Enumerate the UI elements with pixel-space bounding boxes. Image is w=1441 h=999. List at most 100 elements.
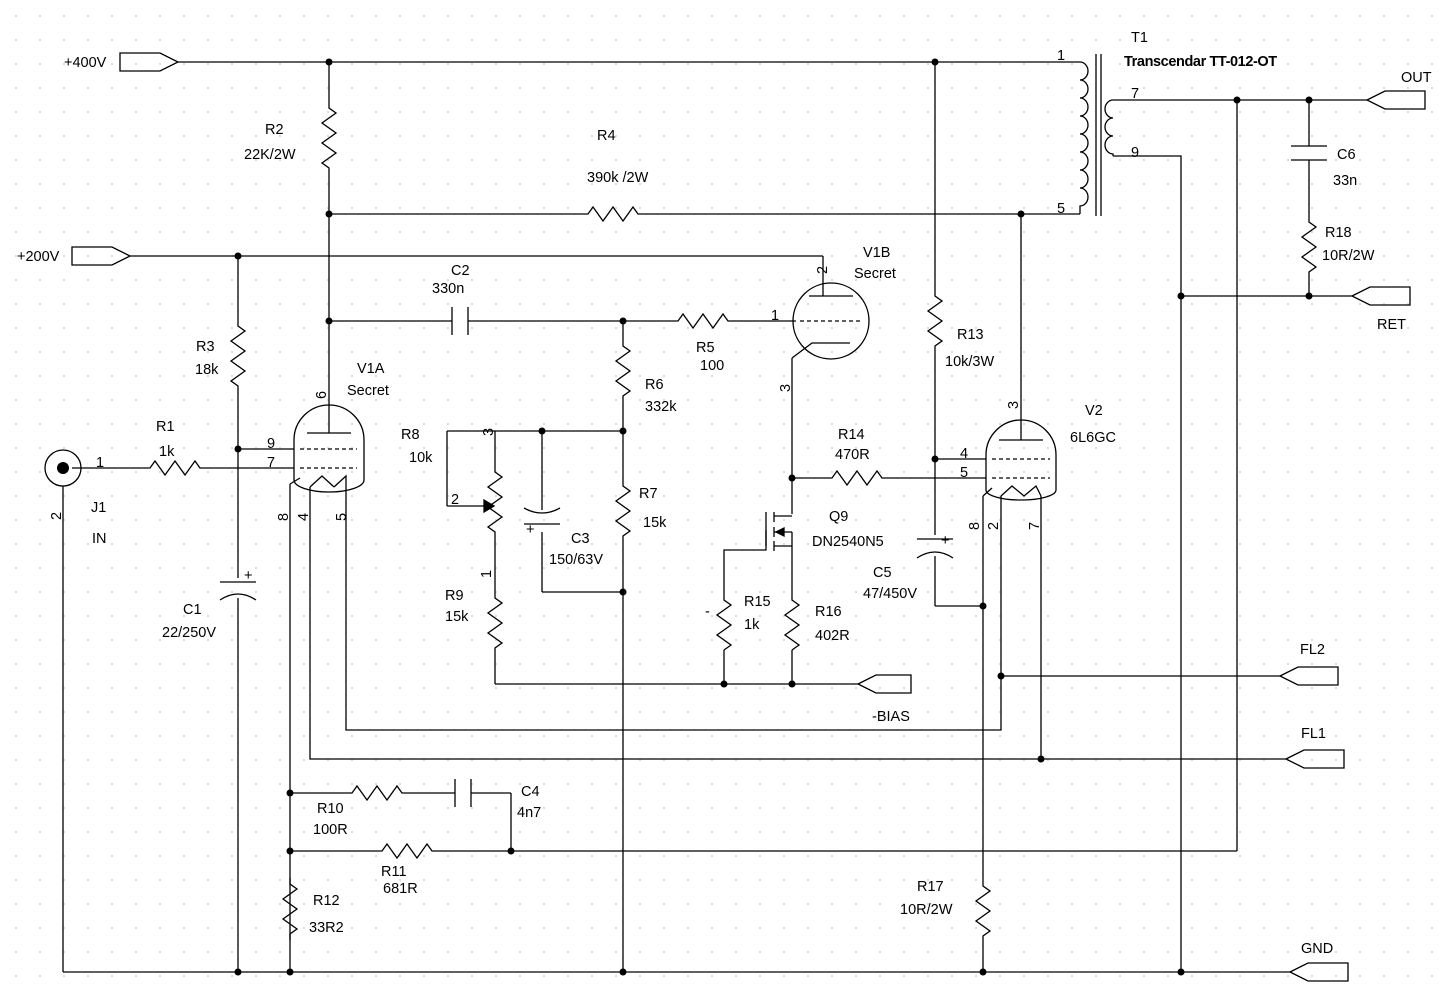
c6-value: 33n bbox=[1333, 173, 1357, 189]
c6-ref: C6 bbox=[1337, 147, 1356, 163]
r10-value: 100R bbox=[313, 822, 348, 838]
r16-value: 402R bbox=[815, 628, 850, 644]
resistor-r13 bbox=[926, 290, 944, 348]
r9-ref: R9 bbox=[445, 588, 464, 604]
v2-envelope bbox=[985, 419, 1057, 501]
v1a-pin6: 6 bbox=[314, 391, 330, 399]
r14-ref: R14 bbox=[838, 427, 865, 443]
v1b-cathode bbox=[791, 342, 850, 359]
v1b-pin2: 2 bbox=[815, 266, 831, 274]
t1-ref: T1 bbox=[1131, 30, 1148, 46]
q9-arrow bbox=[774, 526, 785, 538]
v2-pin2: 2 bbox=[986, 522, 1002, 530]
r13-ref: R13 bbox=[957, 327, 984, 343]
v2-heater bbox=[1000, 484, 1042, 497]
r15-ref: R15 bbox=[744, 594, 771, 610]
v2-pin8: 8 bbox=[967, 522, 983, 530]
r14-value: 470R bbox=[835, 447, 870, 463]
c1-ref: C1 bbox=[183, 602, 202, 618]
port-bias bbox=[856, 674, 912, 694]
r1-value: 1k bbox=[159, 444, 175, 460]
t1-pin5: 5 bbox=[1057, 201, 1065, 217]
c3-plus-mark: + bbox=[526, 522, 534, 538]
c5-value: 47/450V bbox=[863, 586, 917, 602]
v1b-pin1: 1 bbox=[771, 308, 779, 324]
port-400v-label: +400V bbox=[64, 55, 107, 71]
resistor-r11 bbox=[376, 842, 436, 860]
v1a-pin7: 7 bbox=[267, 455, 275, 471]
r3-value: 18k bbox=[195, 362, 219, 378]
port-out bbox=[1365, 90, 1426, 110]
resistor-r9 bbox=[486, 592, 504, 650]
r12-ref: R12 bbox=[313, 893, 340, 909]
r10-ref: R10 bbox=[317, 801, 344, 817]
c1-plus-mark: + bbox=[244, 568, 252, 584]
t1-secondary-winding bbox=[1104, 99, 1114, 156]
resistor-r1 bbox=[144, 459, 202, 477]
port-gnd bbox=[1288, 962, 1349, 982]
mosfet-q9 bbox=[765, 512, 793, 551]
wires bbox=[62, 61, 1367, 973]
r6-ref: R6 bbox=[645, 377, 664, 393]
r7-value: 15k bbox=[643, 515, 667, 531]
port-bias-label: -BIAS bbox=[872, 709, 910, 725]
port-fl1-label: FL1 bbox=[1301, 726, 1326, 742]
valve-v1a bbox=[289, 404, 365, 493]
port-400v bbox=[119, 52, 180, 72]
capacitor-c1-curve bbox=[219, 593, 257, 601]
t1-pin7: 7 bbox=[1131, 86, 1139, 102]
port-200v bbox=[71, 246, 132, 266]
v1b-pin3: 3 bbox=[778, 384, 794, 392]
r2-value: 22K/2W bbox=[244, 147, 296, 163]
t1-primary-winding bbox=[1079, 61, 1089, 214]
capacitors bbox=[219, 145, 1327, 807]
port-ret-label: RET bbox=[1377, 317, 1406, 333]
v2-ref: V2 bbox=[1085, 403, 1103, 419]
v1b-ref: V1B bbox=[863, 245, 890, 261]
port-connectors bbox=[71, 52, 1426, 982]
port-fl2 bbox=[1278, 666, 1339, 686]
valve-v1b bbox=[791, 282, 870, 360]
v1b-part: Secret bbox=[854, 266, 896, 282]
c2-value: 330n bbox=[432, 281, 464, 297]
port-gnd-label: GND bbox=[1301, 941, 1333, 957]
resistor-r4 bbox=[582, 205, 640, 223]
v1a-pin5: 5 bbox=[334, 513, 350, 521]
r8-pin2: 2 bbox=[451, 492, 459, 508]
c4-ref: C4 bbox=[521, 784, 540, 800]
c5-ref: C5 bbox=[873, 565, 892, 581]
r3-ref: R3 bbox=[196, 339, 215, 355]
r2-ref: R2 bbox=[265, 122, 284, 138]
resistors bbox=[144, 102, 1318, 940]
r4-ref: R4 bbox=[597, 128, 616, 144]
resistor-r15 bbox=[715, 594, 733, 651]
j1-center bbox=[57, 462, 69, 474]
q9-part: DN2540N5 bbox=[812, 534, 884, 550]
j1-ref: J1 bbox=[91, 500, 106, 516]
potentiometer-wiper-arrow bbox=[483, 498, 496, 514]
t1-pin9: 9 bbox=[1131, 145, 1139, 161]
resistor-r2 bbox=[320, 102, 338, 178]
v1a-part: Secret bbox=[347, 383, 389, 399]
v2-pin7: 7 bbox=[1027, 522, 1043, 530]
v1a-pin4: 4 bbox=[296, 513, 312, 521]
r15-value: 1k bbox=[744, 617, 760, 633]
resistor-r17 bbox=[974, 880, 992, 940]
port-fl1 bbox=[1284, 749, 1345, 769]
r11-ref: R11 bbox=[381, 864, 407, 880]
port-200v-label: +200V bbox=[17, 249, 60, 265]
port-out-label: OUT bbox=[1401, 70, 1432, 86]
resistor-r5 bbox=[672, 312, 730, 330]
v1a-pin9: 9 bbox=[267, 436, 275, 452]
v2-part: 6L6GC bbox=[1070, 430, 1116, 446]
labels: +400V +200V OUT RET -BIAS FL2 FL1 GND T1… bbox=[17, 30, 1432, 957]
r1-ref: R1 bbox=[156, 419, 175, 435]
c5-plus-mark: + bbox=[941, 533, 949, 549]
v1a-heater bbox=[309, 474, 347, 488]
r8-pin3: 3 bbox=[481, 428, 497, 436]
r6-value: 332k bbox=[645, 399, 677, 415]
q9-ref: Q9 bbox=[829, 509, 848, 525]
c4-value: 4n7 bbox=[517, 805, 541, 821]
